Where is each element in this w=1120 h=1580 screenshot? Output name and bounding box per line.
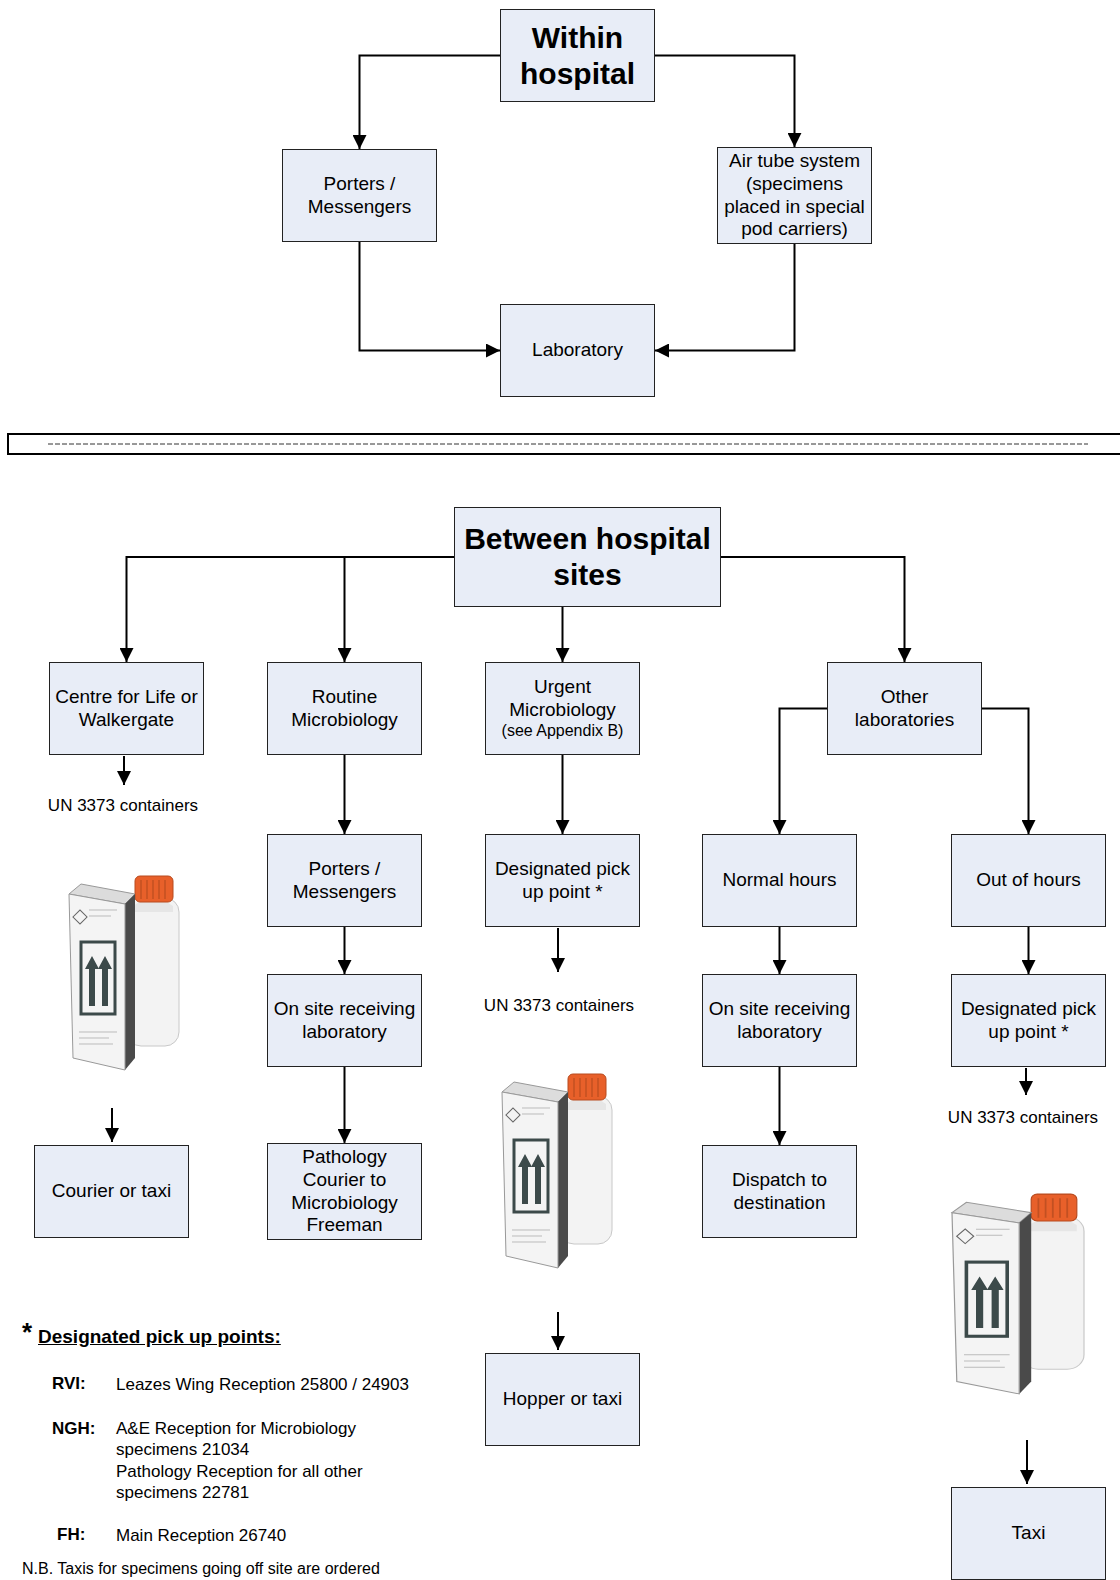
flow-connector — [721, 557, 905, 662]
flow-arrow — [557, 928, 559, 972]
flow-arrow — [1026, 1440, 1028, 1484]
node-text: Between hospital sites — [458, 521, 717, 593]
node-text: Designated pick up point * — [955, 998, 1102, 1044]
flow-connector — [562, 607, 564, 662]
process-box: Normal hours — [702, 834, 857, 927]
flow-connector — [655, 56, 795, 147]
node-text: Porters / Messengers — [271, 858, 418, 904]
node-text: Porters / Messengers — [286, 173, 433, 219]
flow-connector — [360, 56, 501, 150]
flow-connector — [344, 927, 346, 974]
site-code: NGH: — [52, 1418, 95, 1439]
process-box: On site receiving laboratory — [267, 974, 422, 1067]
node-text: Urgent Microbiology — [489, 676, 636, 722]
node-text: Out of hours — [976, 869, 1081, 892]
flow-connector — [345, 557, 455, 662]
process-box: Centre for Life or Walkergate — [49, 662, 204, 755]
process-box: Hopper or taxi — [485, 1353, 640, 1446]
container-label: UN 3373 containers — [913, 1107, 1120, 1128]
flow-arrows — [112, 756, 1027, 1484]
node-text: Designated pick up point * — [489, 858, 636, 904]
flow-arrow — [111, 1108, 113, 1142]
flow-connector — [127, 557, 455, 662]
flow-connector — [360, 242, 501, 351]
process-box: Other laboratories — [827, 662, 982, 755]
flow-connector — [655, 244, 795, 350]
node-text: Taxi — [1012, 1522, 1046, 1545]
note-text: N.B. Taxis for specimens going off site … — [22, 1559, 380, 1579]
connectors — [127, 56, 1029, 1146]
note-text: Main Reception 26740 — [116, 1525, 286, 1546]
node-text: Within hospital — [504, 20, 651, 92]
note-text: Pathology Reception for all other specim… — [116, 1461, 406, 1504]
bio-bottle-picture — [952, 1194, 1084, 1394]
flow-connector — [1028, 927, 1030, 974]
heading-box: Between hospital sites — [454, 507, 721, 607]
bio-bottle-picture — [502, 1074, 612, 1268]
bottles — [69, 876, 1084, 1394]
container-label: UN 3373 containers — [13, 795, 233, 816]
process-box: Dispatch to destination — [702, 1145, 857, 1238]
site-code: FH: — [57, 1524, 85, 1545]
node-text: Centre for Life or Walkergate — [53, 686, 200, 732]
process-box: Courier or taxi — [34, 1145, 189, 1238]
flow-arrow — [123, 756, 125, 785]
flow-connector — [780, 709, 828, 835]
divider-dashes — [48, 444, 1088, 445]
process-box: Laboratory — [500, 304, 655, 397]
node-text: (see Appendix B) — [502, 721, 624, 741]
node-text: Routine Microbiology — [271, 686, 418, 732]
divider — [8, 434, 1120, 454]
process-box: Air tube system (specimens placed in spe… — [717, 147, 872, 244]
flow-connector — [779, 927, 781, 974]
divider-frame — [8, 434, 1120, 454]
node-text: Pathology Courier to Microbiology Freema… — [271, 1146, 418, 1237]
node-text: Laboratory — [532, 339, 623, 362]
note-text: A&E Reception for Microbiology specimens… — [116, 1418, 406, 1461]
bio-bottle-picture — [69, 876, 179, 1070]
process-box: Porters / Messengers — [282, 149, 437, 242]
node-text: On site receiving laboratory — [706, 998, 853, 1044]
flow-connector — [779, 1067, 781, 1145]
node-text: Normal hours — [722, 869, 836, 892]
node-text: Other laboratories — [831, 686, 978, 732]
note-heading: Designated pick up points: — [38, 1325, 281, 1349]
flow-connector — [344, 755, 346, 834]
process-box: Pathology Courier to Microbiology Freema… — [267, 1143, 422, 1240]
process-box: Designated pick up point * — [951, 974, 1106, 1067]
flow-arrow — [1025, 1068, 1027, 1095]
process-box: Out of hours — [951, 834, 1106, 927]
note-text: Leazes Wing Reception 25800 / 24903 — [116, 1374, 409, 1395]
process-box: Urgent Microbiology(see Appendix B) — [485, 662, 640, 755]
site-code: RVI: — [52, 1373, 86, 1394]
node-text: Air tube system (specimens placed in spe… — [721, 150, 868, 241]
flow-connector — [344, 1067, 346, 1143]
footnote-mark: * — [22, 1316, 32, 1349]
node-text: Dispatch to destination — [706, 1169, 853, 1215]
node-text: Courier or taxi — [52, 1180, 171, 1203]
flow-connector — [982, 709, 1029, 835]
process-box: Porters / Messengers — [267, 834, 422, 927]
flow-arrow — [557, 1312, 559, 1350]
node-text: On site receiving laboratory — [271, 998, 418, 1044]
process-box: On site receiving laboratory — [702, 974, 857, 1067]
process-box: Routine Microbiology — [267, 662, 422, 755]
flow-connector — [562, 755, 564, 834]
process-box: Taxi — [951, 1487, 1106, 1580]
node-text: Hopper or taxi — [503, 1388, 622, 1411]
container-label: UN 3373 containers — [449, 995, 669, 1016]
heading-box: Within hospital — [500, 9, 655, 102]
process-box: Designated pick up point * — [485, 834, 640, 927]
